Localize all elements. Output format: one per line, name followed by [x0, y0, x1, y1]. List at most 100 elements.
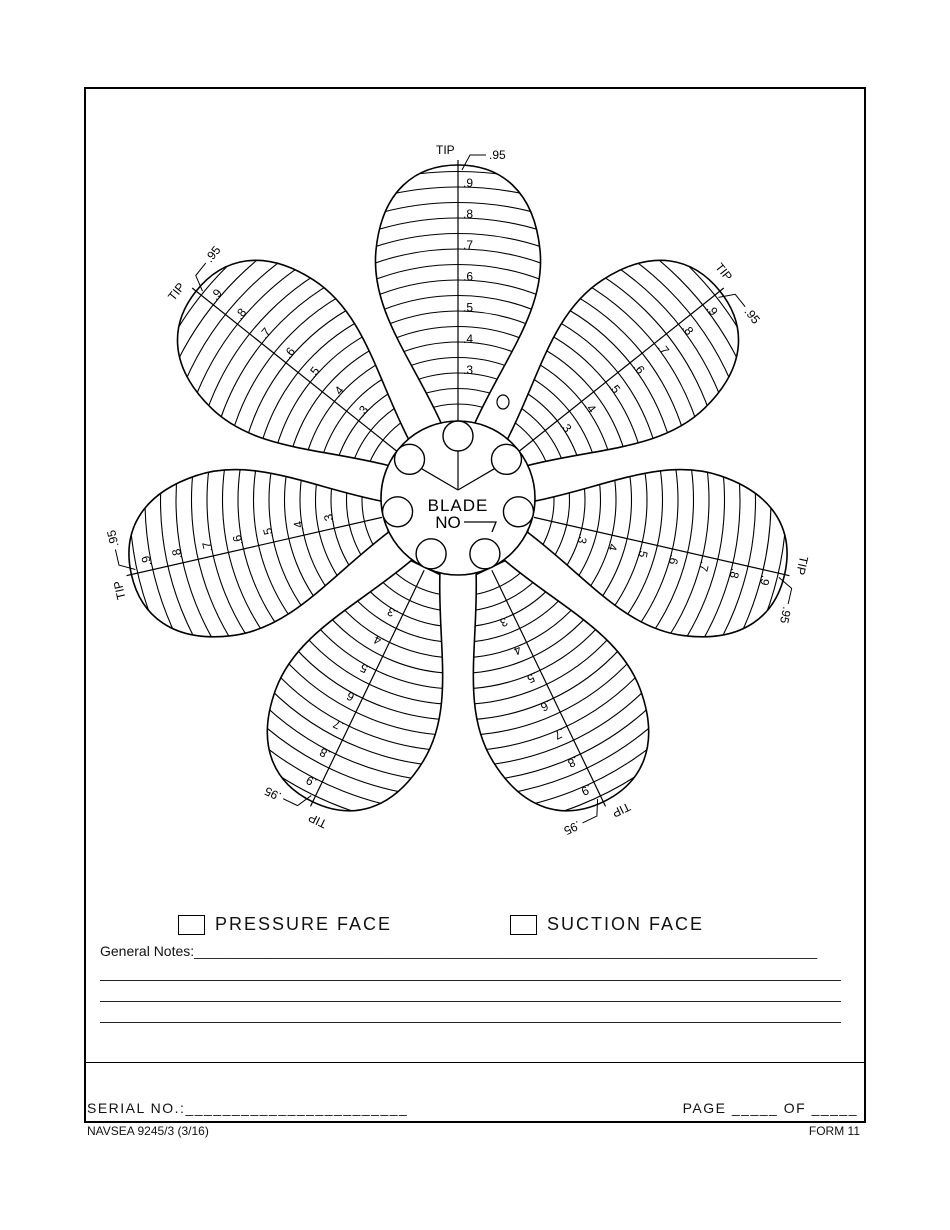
tip-leader: [195, 262, 207, 292]
propeller-blade-diagram: .3.4.5.6.7.8.9TIP.95.3.4.5.6.7.8.9TIP.95…: [104, 143, 811, 838]
blade-number-circle[interactable]: [381, 496, 414, 528]
blade-number-circle[interactable]: [490, 443, 523, 476]
page-label: PAGE: [682, 1100, 727, 1116]
section-arc: [512, 436, 664, 656]
tip-leader: [461, 154, 486, 171]
suction-face-label: SUCTION FACE: [547, 914, 705, 934]
hub-pointer-line: [420, 467, 459, 491]
notes-line-3[interactable]: [100, 1001, 841, 1002]
blade-reference-line: [191, 287, 398, 452]
section-arc: [206, 436, 404, 656]
blade-reference-line: [491, 570, 607, 807]
section-arc: [512, 436, 633, 656]
section-arc: [252, 436, 404, 656]
hub-pointer-line: [457, 467, 496, 491]
tip-leader: [282, 795, 312, 807]
blade-reference-line: [533, 516, 790, 577]
pressure-face-option[interactable]: PRESSURE FACE: [178, 914, 392, 935]
tip-label: TIP: [165, 280, 188, 303]
radius-label: .4: [291, 519, 307, 532]
radius-label: .8: [727, 567, 743, 580]
section-arc: [512, 436, 726, 656]
section-arc: [330, 436, 404, 628]
section-arc: [237, 436, 404, 656]
page-blank[interactable]: _____: [731, 1100, 779, 1116]
general-notes-label: General Notes:: [100, 943, 195, 959]
tip-leader: [778, 576, 793, 605]
hub-label-blade: BLADE: [428, 496, 489, 515]
radius-label: .9: [757, 574, 773, 587]
section-arc: [512, 436, 679, 656]
section-arc: [345, 436, 404, 613]
section-arc: [159, 436, 404, 656]
section-arc: [512, 436, 586, 628]
radius-label: .7: [463, 238, 473, 252]
radius-label: .5: [635, 546, 651, 559]
pressure-face-checkbox[interactable]: [178, 914, 205, 935]
blade-reference-line: [309, 570, 425, 807]
blade-number-circle[interactable]: [469, 538, 501, 570]
tip-label: TIP: [712, 260, 735, 283]
section-arc: [221, 436, 404, 656]
tip-leader: [582, 799, 599, 824]
radius-label: .5: [260, 526, 276, 539]
suction-face-checkbox[interactable]: [510, 914, 537, 935]
section-arc: [512, 436, 741, 656]
section-arc: [512, 436, 602, 644]
tip-label: TIP: [793, 555, 811, 576]
of-blank[interactable]: _____: [811, 1100, 858, 1116]
hub-label-no: NO: [435, 513, 461, 532]
tip-label: TIP: [610, 799, 633, 820]
tip-label: TIP: [306, 810, 329, 831]
section-arc: [512, 436, 648, 656]
section-arc: [512, 436, 555, 597]
radius-label: .3: [321, 512, 337, 525]
notes-line-2[interactable]: [100, 980, 841, 981]
radius-label: .9: [463, 176, 473, 190]
key-tab-icon: [496, 394, 510, 410]
section-arc: [512, 436, 617, 656]
blade-number-circle[interactable]: [442, 420, 474, 452]
serial-label: SERIAL NO.:: [87, 1100, 186, 1116]
section-arc: [314, 436, 404, 644]
radius-label: .8: [463, 207, 473, 221]
tip-leader: [114, 549, 136, 571]
notes-line-1[interactable]: ________________________________________…: [194, 943, 818, 959]
section-arc: [512, 436, 695, 656]
tip-radius-label: .95: [104, 528, 121, 548]
tip-label: TIP: [111, 580, 129, 601]
section-arc: [175, 436, 404, 656]
radius-label: .6: [666, 553, 682, 566]
tip-radius-label: .95: [202, 243, 224, 265]
hub-arrow: [464, 521, 497, 533]
blade-number-circle[interactable]: [415, 538, 447, 570]
section-arc: [512, 436, 710, 656]
radius-label: .4: [463, 332, 473, 346]
general-notes-row: General Notes:__________________________…: [100, 943, 840, 959]
serial-number-field[interactable]: SERIAL NO.:________________________: [87, 1100, 408, 1116]
suction-face-option[interactable]: SUCTION FACE: [510, 914, 704, 935]
radius-label: .4: [605, 539, 621, 552]
radius-label: .7: [199, 540, 215, 553]
radius-label: .6: [463, 269, 473, 283]
tip-radius-label: .95: [742, 305, 764, 327]
notes-line-4[interactable]: [100, 1022, 841, 1023]
form-id: NAVSEA 9245/3 (3/16): [87, 1124, 209, 1138]
section-arc: [512, 436, 757, 656]
radius-label: .6: [230, 533, 246, 546]
pressure-face-label: PRESSURE FACE: [215, 914, 393, 934]
serial-blank[interactable]: ________________________: [185, 1100, 409, 1116]
blade-reference-line: [126, 516, 383, 577]
section-arc: [299, 436, 404, 656]
blade-number-circle[interactable]: [393, 443, 426, 476]
page-field: PAGE _____ OF _____: [683, 1100, 858, 1116]
of-label: OF: [783, 1100, 807, 1116]
tip-leader: [718, 293, 746, 308]
section-arc: [190, 436, 404, 656]
section-arc: [268, 436, 404, 656]
tip-radius-label: .95: [489, 148, 506, 162]
blade-number-circle[interactable]: [502, 496, 535, 528]
radius-label: .3: [463, 363, 473, 377]
tip-radius-label: .95: [561, 818, 582, 838]
